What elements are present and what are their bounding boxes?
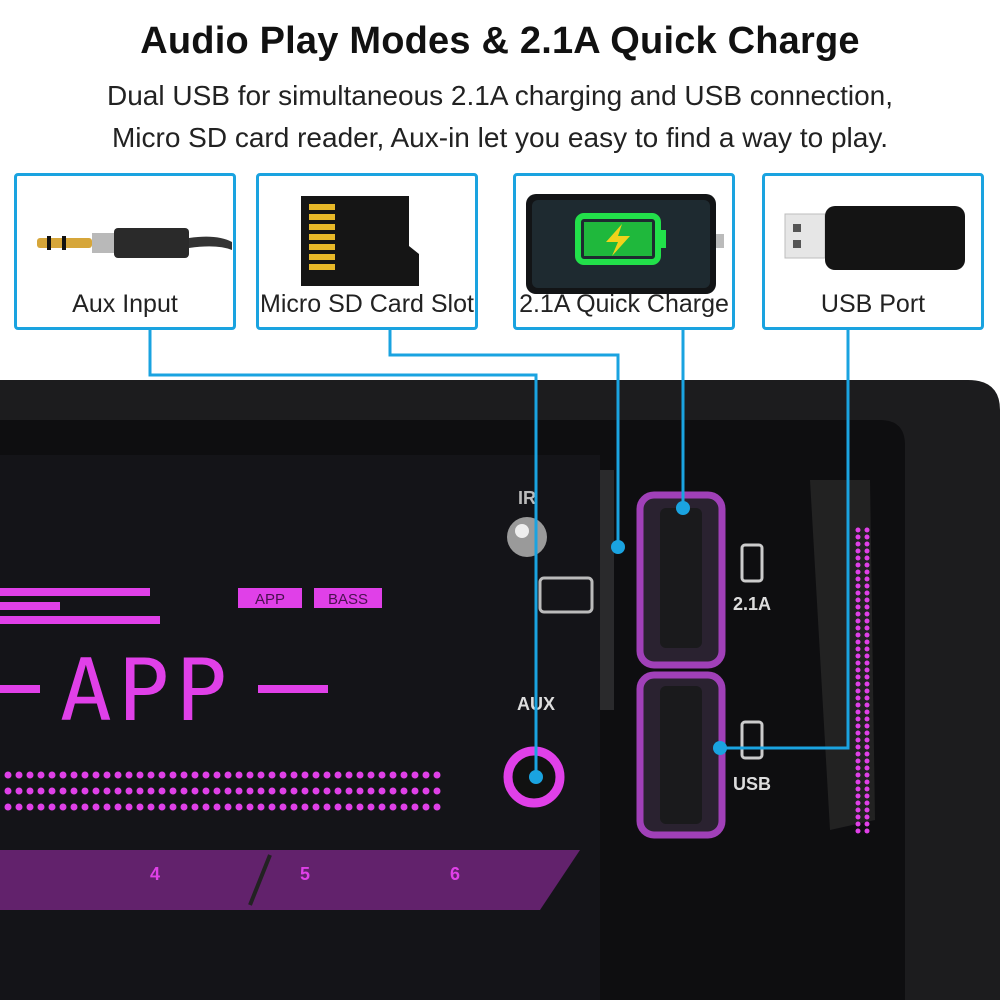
feature-label: USB Port [820,290,926,318]
feature-card-aux: Aux Input [14,173,236,330]
display-tag-app: APP [255,591,285,608]
feature-card-micro-sd: Micro SD Card Slot [256,173,478,330]
subtitle-line-2: Micro SD card reader, Aux-in let you eas… [111,122,889,153]
charge-port-label: 2.1A [733,594,771,614]
phone-charging-icon [526,194,724,294]
aux-label: AUX [517,694,555,714]
subtitle-line-1: Dual USB for simultaneous 2.1A charging … [106,80,893,111]
feature-label: Aux Input [72,290,178,318]
ir-sensor [507,517,547,557]
aux-jack-cable-icon [37,228,232,258]
micro-sd-slot[interactable] [600,470,614,710]
sd-slot-icon [538,576,594,614]
feature-card-usb: USB Port [762,173,984,330]
preset-button-6[interactable]: 6 [450,864,460,884]
side-light-bar [855,527,870,834]
display-tag-bass: BASS [328,591,368,608]
usb-port-label: USB [733,774,771,794]
display-level-bars [0,588,160,624]
feature-label: 2.1A Quick Charge [519,290,729,318]
page-title: Audio Play Modes & 2.1A Quick Charge [140,20,860,62]
ir-label: IR [518,488,536,508]
feature-card-quick-charge: 2.1A Quick Charge [513,173,735,330]
aux-jack[interactable] [503,746,565,808]
car-stereo-panel: APP BASS APP 4 5 6 IR AUX 2.1A USB [0,380,1000,1000]
preset-button-5[interactable]: 5 [300,864,310,884]
micro-sd-card-icon [301,196,419,286]
usb-flash-drive-icon [784,206,965,270]
display-main-text: APP [60,641,233,741]
preset-button-4[interactable]: 4 [150,864,160,884]
feature-label: Micro SD Card Slot [260,290,474,318]
